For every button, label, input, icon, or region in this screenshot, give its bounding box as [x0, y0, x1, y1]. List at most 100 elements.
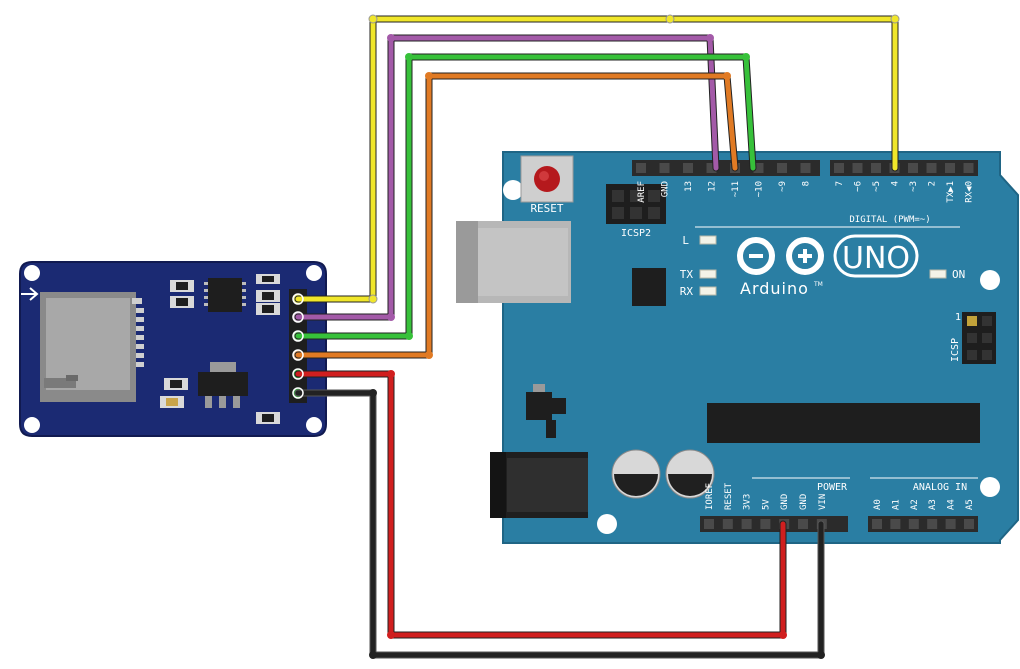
header-pin-socket[interactable]: [760, 519, 771, 529]
pin-label: A0: [873, 499, 883, 510]
sd-pin-terminals: [292, 293, 304, 399]
wire-bend-point: [368, 294, 378, 304]
wire-bend-point: [817, 651, 825, 659]
icsp-header: [962, 312, 996, 364]
wire-bend-point: [890, 14, 900, 24]
wire-bend-point: [742, 53, 750, 61]
header-pin-socket[interactable]: [800, 163, 811, 173]
header-pin-socket[interactable]: [683, 163, 693, 173]
header-pin-socket[interactable]: [741, 519, 752, 529]
wire-bend-point: [723, 72, 731, 80]
pin-label: A2: [910, 499, 920, 510]
mounting-hole: [306, 265, 322, 281]
header-pin-socket[interactable]: [798, 519, 808, 529]
header-pin-socket[interactable]: [871, 163, 881, 173]
analog-pin-labels: A0 A1 A2 A3 A4 A5: [873, 499, 975, 510]
header-pin-socket[interactable]: [872, 519, 882, 529]
pin-label: 13: [684, 181, 694, 192]
usb-interface-chip: [632, 268, 666, 306]
header-pin-socket[interactable]: [908, 519, 919, 529]
header-pin-socket[interactable]: [945, 163, 955, 173]
reset-label: RESET: [530, 202, 563, 215]
led-tx: [699, 269, 717, 279]
sd-voltage-regulator: [198, 362, 248, 408]
header-pin-socket[interactable]: [963, 163, 974, 173]
wire-bend-point: [425, 351, 433, 359]
pin-label: RESET: [724, 482, 734, 510]
analog-header: [868, 516, 978, 532]
mounting-hole: [24, 265, 40, 281]
pin-label: GND: [661, 181, 671, 197]
arduino-logo-icon: [737, 237, 824, 275]
pin-label: A3: [928, 499, 938, 510]
header-pin-socket[interactable]: [659, 163, 670, 173]
pin-label: A5: [965, 499, 975, 510]
power-label: POWER: [817, 482, 848, 493]
icsp-pin1-label: 1: [955, 312, 961, 323]
pin-label: A1: [891, 499, 901, 510]
micro-sd-card-slot: [40, 292, 144, 402]
wire-bend-point: [369, 651, 377, 659]
led-l: [699, 235, 717, 245]
pin-label: ~5: [872, 181, 882, 192]
wire-bend-point: [387, 370, 395, 378]
wire-bend-point: [387, 34, 395, 42]
wire-bend-point: [665, 14, 675, 24]
smd-resistor: [170, 296, 194, 308]
header-pin-socket[interactable]: [964, 519, 974, 529]
wires: [294, 14, 900, 659]
pin-label: RX◀0: [965, 181, 975, 203]
pin-label: 12: [708, 181, 718, 192]
wire-bend-point: [425, 72, 433, 80]
micro-sd-module: [19, 261, 327, 437]
mounting-hole: [980, 270, 1000, 290]
header-pin-socket[interactable]: [704, 519, 714, 529]
digital-label: DIGITAL (PWM=~): [849, 215, 930, 225]
pin-label: IOREF: [705, 483, 715, 510]
header-pin-socket[interactable]: [834, 163, 844, 173]
header-pin-socket[interactable]: [908, 163, 918, 173]
mounting-hole: [24, 417, 40, 433]
header-pin-socket[interactable]: [777, 163, 787, 173]
header-pin-socket[interactable]: [852, 163, 863, 173]
capacitor: [611, 449, 661, 499]
icsp2-header: [606, 184, 666, 224]
header-pin-socket[interactable]: [706, 163, 717, 173]
wire-bend-point: [369, 389, 377, 397]
pin-label: 3V3: [743, 494, 753, 510]
wire-bend-point: [405, 53, 413, 61]
smd-resistor: [170, 280, 194, 292]
pin-label: ~6: [854, 181, 864, 192]
header-pin-socket[interactable]: [753, 163, 764, 173]
arduino-trademark: TM: [813, 281, 823, 288]
pin-label: TX▶1: [946, 181, 956, 203]
smd-resistor: [256, 303, 280, 315]
smd-resistor: [256, 290, 280, 302]
icsp2-label: ICSP2: [621, 228, 651, 239]
pin-label: A4: [947, 499, 957, 510]
pin-label: ~11: [731, 181, 741, 197]
power-header: [700, 516, 848, 532]
mounting-hole: [597, 514, 617, 534]
uno-badge: [833, 234, 919, 278]
mounting-hole: [503, 180, 523, 200]
wire-bend-point: [779, 631, 787, 639]
capacitor: [665, 449, 715, 499]
card-insert-arrow-icon: [21, 287, 39, 301]
pin-label: GND: [799, 494, 809, 510]
header-pin-socket[interactable]: [926, 163, 937, 173]
header-pin-socket[interactable]: [722, 519, 733, 529]
reset-button[interactable]: [520, 155, 574, 203]
wire-bend-point: [706, 34, 714, 42]
usb-connector: [456, 221, 571, 303]
mounting-hole: [306, 417, 322, 433]
led-on-label: ON: [952, 268, 965, 281]
pin-label: ~9: [778, 181, 788, 192]
pin-label: GND: [780, 494, 790, 510]
header-pin-socket[interactable]: [945, 519, 956, 529]
header-pin-socket[interactable]: [890, 519, 901, 529]
header-pin-socket[interactable]: [927, 519, 938, 529]
digital-header-right: [830, 160, 978, 176]
header-pin-socket[interactable]: [636, 163, 646, 173]
